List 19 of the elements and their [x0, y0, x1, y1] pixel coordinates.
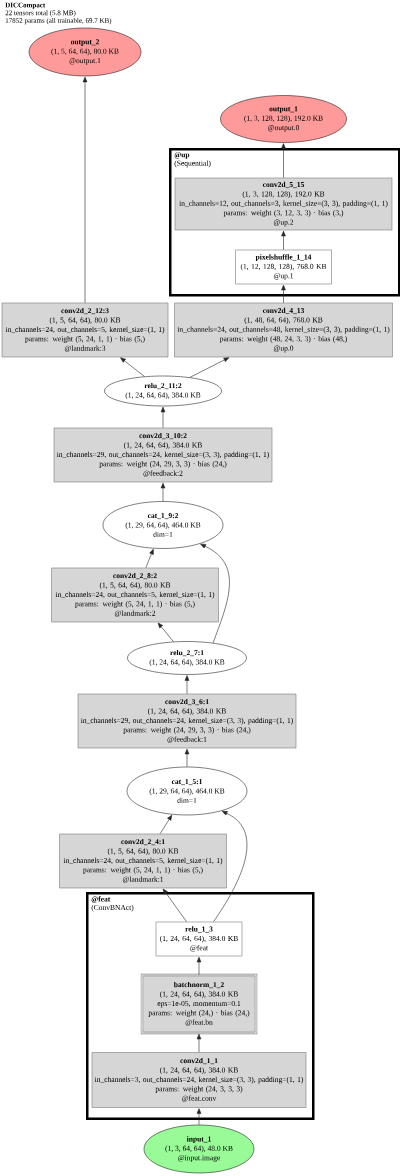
arrow — [160, 482, 166, 502]
arrow — [189, 357, 230, 378]
arrow — [162, 888, 187, 922]
arrow — [184, 675, 190, 694]
arrow — [200, 543, 230, 644]
arrow — [184, 748, 190, 768]
arrow — [213, 810, 248, 922]
arrow — [196, 1108, 202, 1126]
arrow — [145, 548, 154, 568]
arrow — [159, 814, 173, 834]
arrow — [281, 143, 286, 178]
arrow — [281, 284, 286, 303]
arrow — [157, 622, 174, 642]
arrow — [120, 357, 145, 377]
arrow — [82, 76, 88, 303]
arrow — [196, 956, 202, 975]
arrow — [160, 406, 166, 428]
arrow — [281, 230, 286, 250]
arrow — [196, 1033, 202, 1053]
